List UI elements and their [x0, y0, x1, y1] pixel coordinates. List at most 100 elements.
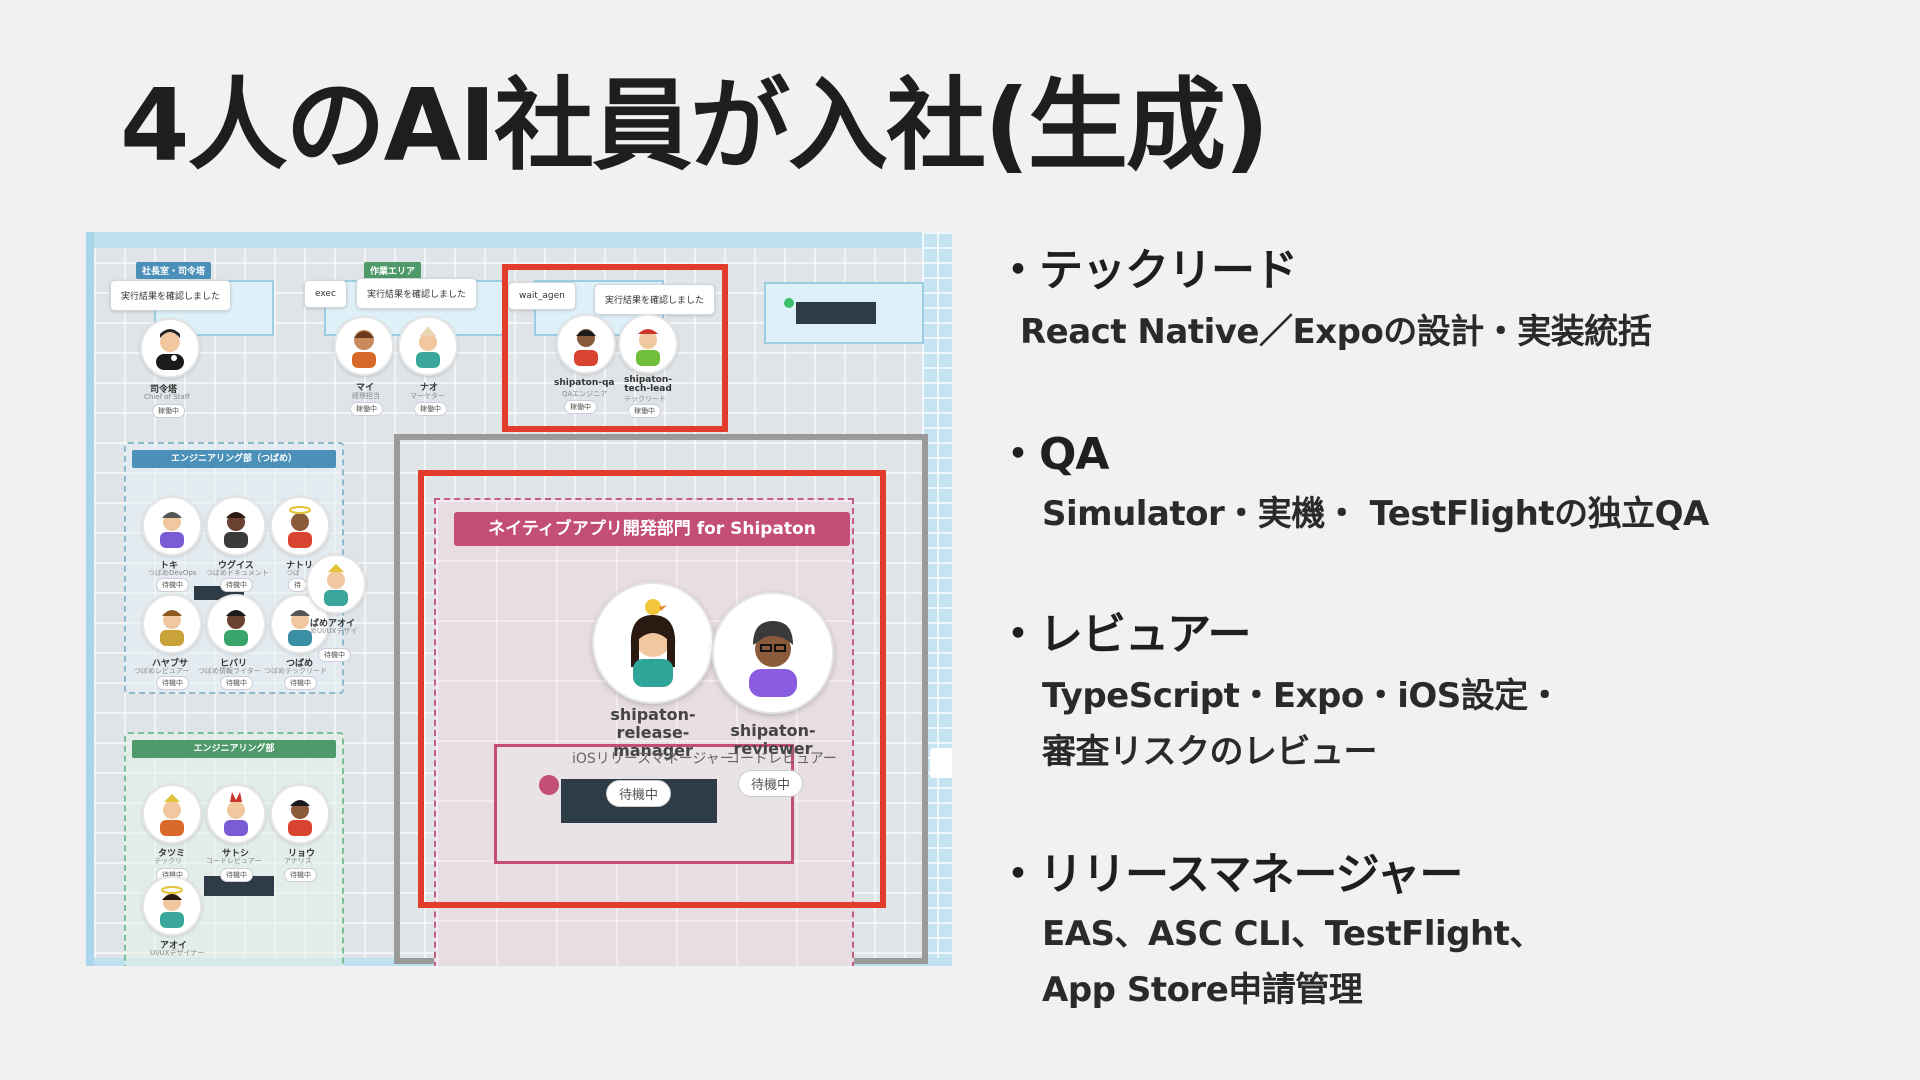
monitor — [204, 876, 274, 896]
status-chip: 待機中 — [220, 578, 253, 592]
avatar-toki[interactable] — [142, 496, 202, 556]
status-chip: 待機中 — [318, 648, 351, 662]
person-icon — [416, 326, 440, 368]
agent-name: ばめアオイ — [310, 619, 356, 629]
agent-name: つばめ — [286, 659, 314, 669]
agent-role: つばめドキュメント — [206, 569, 269, 577]
native-app-dept — [434, 498, 854, 966]
work-area-tag: 作業エリア — [364, 262, 422, 279]
avatar-natori[interactable] — [270, 496, 330, 556]
avatar-aoi[interactable] — [142, 876, 202, 936]
status-chip: 待機中 — [220, 676, 253, 690]
highlight-frame-red — [418, 470, 886, 908]
person-icon — [288, 506, 312, 548]
result-bubble-prefix: wait_agen — [508, 282, 576, 310]
agent-role: 経理担当 — [352, 392, 380, 400]
section-text: 審査リスクのレビュー — [1042, 732, 1378, 772]
agent-role: アナリス — [284, 857, 312, 865]
agent-name: ウグイス — [218, 561, 254, 571]
person-icon — [288, 800, 312, 836]
agent-name: shipaton-reviewer — [730, 721, 816, 758]
avatar-hayabusa[interactable] — [142, 594, 202, 654]
status-chip: 待機中 — [738, 770, 804, 797]
section-heading-qa: ・QA — [996, 429, 1109, 480]
agent-name: タツミ — [158, 849, 186, 859]
status-chip: 稼働中 — [350, 402, 383, 416]
person-icon — [574, 329, 598, 366]
person-icon — [160, 610, 184, 646]
avatar-hibari[interactable] — [206, 594, 266, 654]
person-icon — [636, 329, 660, 366]
status-dot — [539, 775, 559, 795]
avatar-ryou[interactable] — [270, 784, 330, 844]
person-icon — [160, 794, 184, 836]
section-text: React Native／Expoの設計・実装統括 — [1020, 312, 1652, 352]
person-icon — [224, 792, 248, 836]
section-heading-tech-lead: ・テックリード — [996, 245, 1298, 296]
avatar-shipaton-release-manager[interactable] — [592, 582, 714, 704]
monitor — [796, 302, 876, 324]
avatar-shipaton-reviewer[interactable] — [712, 592, 834, 714]
native-dept-title: ネイティブアプリ開発部門 for Shipaton — [454, 512, 850, 546]
avatar-chief[interactable] — [140, 318, 200, 378]
avatar-nao[interactable] — [398, 316, 458, 376]
avatar-shipaton-qa[interactable] — [556, 314, 616, 374]
agent-role: つばめ情報ライター — [198, 667, 261, 675]
avatar-satoshi[interactable] — [206, 784, 266, 844]
agent-name: shipaton-tech-lead — [624, 375, 672, 394]
agent-role: つば — [286, 569, 300, 577]
status-chip: 稼働中 — [414, 402, 447, 416]
result-bubble: 実行結果を確認しました — [356, 278, 478, 309]
exec-room-tag: 社長室・司令塔 — [136, 262, 212, 279]
person-icon — [160, 512, 184, 548]
agent-name: ハヤブサ — [152, 659, 189, 669]
office-screenshot: 社長室・司令塔 作業エリア 実行結果を確認しました exec 実行結果を確認しま… — [86, 232, 952, 966]
agent-name: ヒバリ — [220, 659, 248, 669]
agent-name: shipaton-qa — [554, 378, 615, 388]
section-text: EAS、ASC CLI、TestFlight、 — [1042, 914, 1543, 954]
status-dot — [784, 298, 794, 308]
agent-role: テックリード — [624, 395, 666, 403]
agent-name: ナトリ — [286, 561, 314, 571]
person-icon — [288, 610, 312, 646]
status-chip: 待機中 — [284, 676, 317, 690]
agent-name: ナオ — [420, 383, 439, 393]
agent-role: UI/UXデザイナー — [150, 949, 205, 957]
highlight-frame-red-top — [502, 264, 728, 432]
status-chip: 稼働中 — [564, 400, 597, 414]
person-icon — [630, 599, 676, 687]
desk — [764, 282, 924, 344]
dept-title: エンジニアリング部 — [132, 740, 336, 758]
person-icon — [224, 610, 248, 646]
agent-role: iOSリリースマネージャー — [572, 751, 734, 767]
agent-role: QAエンジニア — [562, 390, 608, 398]
avatar-tsubame-aoi[interactable] — [306, 554, 366, 614]
agent-role: めUI/UXデザイ — [310, 627, 358, 635]
person-icon — [156, 329, 184, 370]
section-text: Simulator・実機・ TestFlightの独立QA — [1042, 494, 1709, 534]
avatar-shipaton-tech-lead[interactable] — [618, 314, 678, 374]
agent-role: つばめDevOps — [148, 569, 197, 577]
status-chip: 待機中 — [156, 578, 189, 592]
agent-name: サトシ — [222, 849, 250, 859]
person-icon — [224, 512, 248, 548]
agent-name: 司令塔 — [150, 385, 178, 395]
dept-title: エンジニアリング部（つばめ） — [132, 450, 336, 468]
result-bubble: 実行結果を確認しました — [110, 280, 232, 311]
section-text: TypeScript・Expo・iOS設定・ — [1042, 676, 1562, 716]
agent-role: つばめレビュアー — [134, 667, 190, 675]
agent-name: トキ — [160, 561, 179, 571]
status-chip: 稼働中 — [628, 404, 661, 418]
agent-name: マイ — [356, 383, 375, 393]
status-chip: 待機中 — [606, 780, 672, 807]
agent-role: マーケター — [410, 392, 445, 400]
avatar-mai[interactable] — [334, 316, 394, 376]
agent-role: コードレビュアー — [206, 857, 262, 865]
result-bubble: 実行結果を確認しました — [594, 284, 716, 315]
avatar-uguisu[interactable] — [206, 496, 266, 556]
result-bubble-prefix: exec — [304, 280, 347, 308]
side-handle — [930, 748, 952, 778]
status-chip: 稼働中 — [152, 404, 185, 418]
avatar-tatsumi[interactable] — [142, 784, 202, 844]
agent-role: Chief of Staff — [144, 393, 190, 401]
